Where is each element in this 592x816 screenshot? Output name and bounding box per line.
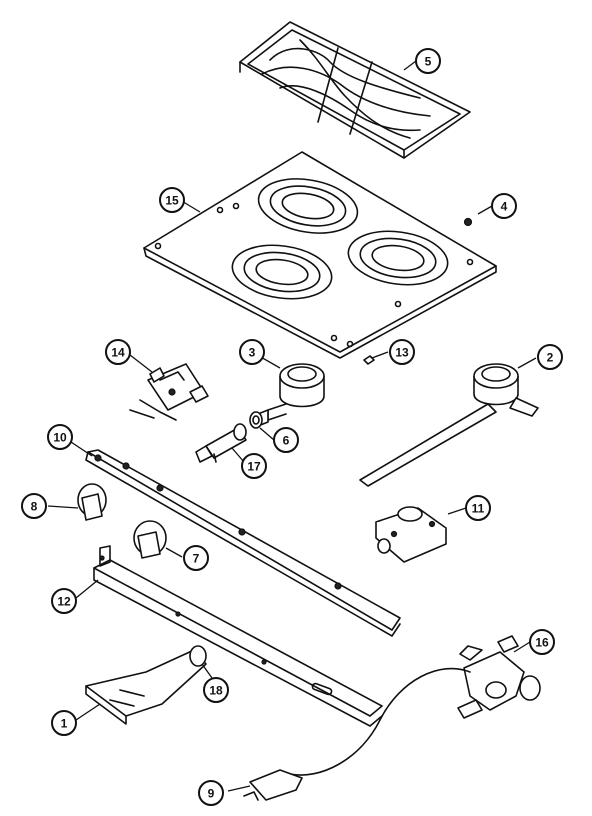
part-switch-assembly [129,363,209,421]
part-cooktop-panel [143,151,497,359]
callout-label: 15 [165,194,179,208]
callout-circle [241,453,267,479]
part-igniter-wire [243,667,471,801]
callout-label: 12 [57,595,71,609]
callout-label: 4 [501,200,508,214]
callout-label: 14 [111,346,125,360]
callout-7: 7 [183,545,209,571]
callout-circle [203,677,229,703]
callout-circle [239,339,265,365]
callout-circle [47,424,73,450]
part-knob-left [77,483,107,521]
callout-17: 17 [241,453,267,479]
callout-18: 18 [203,677,229,703]
part-screw [463,217,473,227]
callout-label: 6 [283,434,290,448]
callout-label: 11 [472,502,485,516]
part-bracket-rail [93,545,383,727]
callout-13: 13 [389,339,415,365]
part-burner-head [257,363,325,427]
callout-16: 16 [529,629,555,655]
callout-6: 6 [273,427,299,453]
callout-circle [21,493,47,519]
leader-lines [47,60,537,792]
callout-label: 9 [208,787,215,801]
part-fitting [249,411,263,429]
callout-circle [529,629,555,655]
callout-circle [51,588,77,614]
callout-12: 12 [51,588,77,614]
callout-circle [389,339,415,365]
callout-circle [198,780,224,806]
part-valve-bracket [85,645,207,725]
callout-circle [183,545,209,571]
part-orifice [195,423,247,463]
callout-3: 3 [239,339,265,365]
callout-11: 11 [465,495,491,521]
callout-circle [51,710,77,736]
part-regulator [375,506,447,563]
part-knob-center [133,520,167,559]
part-front-rail [85,449,401,637]
callout-label: 13 [395,346,409,360]
callout-5: 5 [415,48,441,74]
callout-4: 4 [491,193,517,219]
callout-label: 17 [247,460,261,474]
part-clip [363,355,375,365]
callout-circle [105,339,131,365]
callout-circle [159,187,185,213]
callout-label: 2 [547,351,554,365]
callout-label: 1 [61,717,68,731]
callout-label: 16 [535,636,549,650]
callout-14: 14 [105,339,131,365]
callout-label: 8 [31,500,38,514]
callout-label: 10 [53,431,67,445]
callout-8: 8 [21,493,47,519]
callout-label: 5 [425,55,432,69]
callout-label: 7 [193,552,200,566]
callout-label: 3 [249,346,256,360]
callout-circle [537,344,563,370]
callout-10: 10 [47,424,73,450]
callout-label: 18 [209,684,223,698]
part-grate [239,21,471,159]
callout-circle [491,193,517,219]
part-gas-valve [457,635,541,719]
callout-circle [273,427,299,453]
callout-9: 9 [198,780,224,806]
callout-2: 2 [537,344,563,370]
callout-circle [415,48,441,74]
callout-15: 15 [159,187,185,213]
callout-1: 1 [51,710,77,736]
part-burner-tube [359,363,539,487]
callout-circle [465,495,491,521]
